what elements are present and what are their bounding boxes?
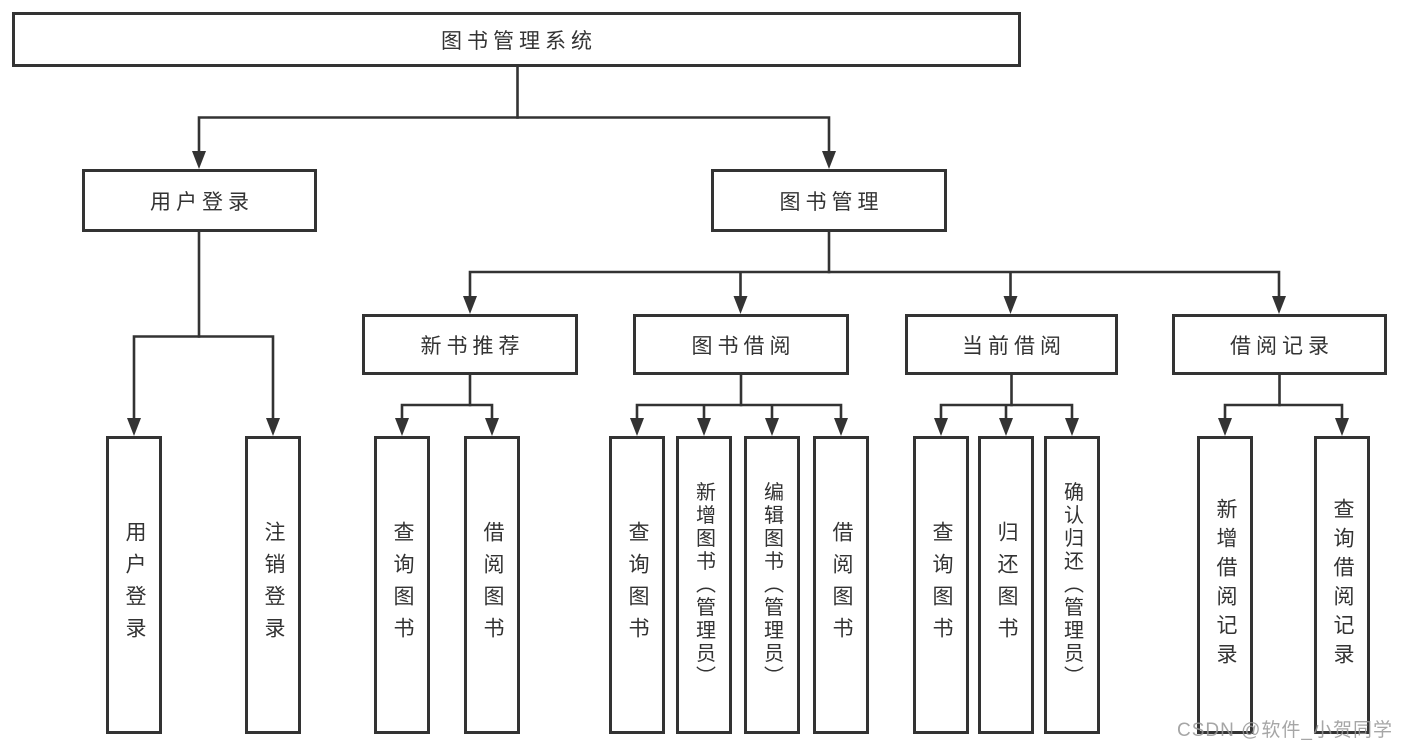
leaf-add-books-admin: 新增图书（管理员）: [676, 436, 732, 734]
leaf-recommend-borrow-books: 借阅图书: [464, 436, 520, 734]
node-book-management: 图书管理: [711, 169, 947, 232]
node-label: 新增借阅记录: [1214, 498, 1237, 672]
node-new-book-recommend: 新书推荐: [362, 314, 578, 375]
connector-root-to-level2: [192, 67, 836, 169]
node-label: 借阅记录: [1230, 334, 1334, 358]
node-label: 用户登录: [150, 190, 254, 214]
node-label: 新书推荐: [420, 334, 525, 358]
connector-new-book-recommend-children: [395, 375, 499, 436]
connector-book-management-children: [463, 232, 1286, 314]
node-label: 图书管理: [779, 190, 884, 214]
node-label: 归还图书: [995, 521, 1018, 649]
node-library-management-system: 图书管理系统: [12, 12, 1021, 67]
node-label: 查询图书: [930, 521, 953, 649]
node-label: 借阅图书: [830, 521, 853, 649]
node-label: 用户登录: [123, 521, 146, 649]
node-label: 查询图书: [626, 521, 649, 649]
node-borrow-records: 借阅记录: [1172, 314, 1387, 375]
node-label: 当前借阅: [962, 334, 1066, 358]
connector-user-login-children: [127, 232, 280, 436]
leaf-recommend-query-books: 查询图书: [374, 436, 430, 734]
node-label: 新增图书（管理员）: [692, 481, 715, 689]
csdn-watermark: CSDN @软件_小贺同学: [1177, 720, 1393, 741]
leaf-return-books: 归还图书: [978, 436, 1034, 734]
leaf-logout: 注销登录: [245, 436, 301, 734]
leaf-query-borrow-record: 查询借阅记录: [1314, 436, 1370, 734]
node-label: 图书借阅: [691, 334, 796, 358]
leaf-user-login: 用户登录: [106, 436, 162, 734]
leaf-borrow-books: 借阅图书: [813, 436, 869, 734]
leaf-edit-books-admin: 编辑图书（管理员）: [744, 436, 800, 734]
node-book-borrow: 图书借阅: [633, 314, 849, 375]
node-label: 查询借阅记录: [1331, 498, 1354, 672]
node-label: 编辑图书（管理员）: [760, 481, 783, 689]
node-label: 图书管理系统: [441, 29, 597, 53]
leaf-confirm-return-admin: 确认归还（管理员）: [1044, 436, 1100, 734]
node-label: 注销登录: [262, 521, 285, 649]
connector-current-borrow-children: [934, 375, 1079, 436]
node-user-login: 用户登录: [82, 169, 317, 232]
connector-book-borrow-children: [630, 375, 848, 436]
node-label: 查询图书: [391, 521, 414, 649]
node-current-borrow: 当前借阅: [905, 314, 1118, 375]
node-label: 借阅图书: [481, 521, 504, 649]
connector-borrow-records-children: [1218, 375, 1349, 436]
leaf-add-borrow-record: 新增借阅记录: [1197, 436, 1253, 734]
leaf-borrow-query-books: 查询图书: [609, 436, 665, 734]
leaf-current-query-books: 查询图书: [913, 436, 969, 734]
node-label: 确认归还（管理员）: [1060, 481, 1083, 689]
